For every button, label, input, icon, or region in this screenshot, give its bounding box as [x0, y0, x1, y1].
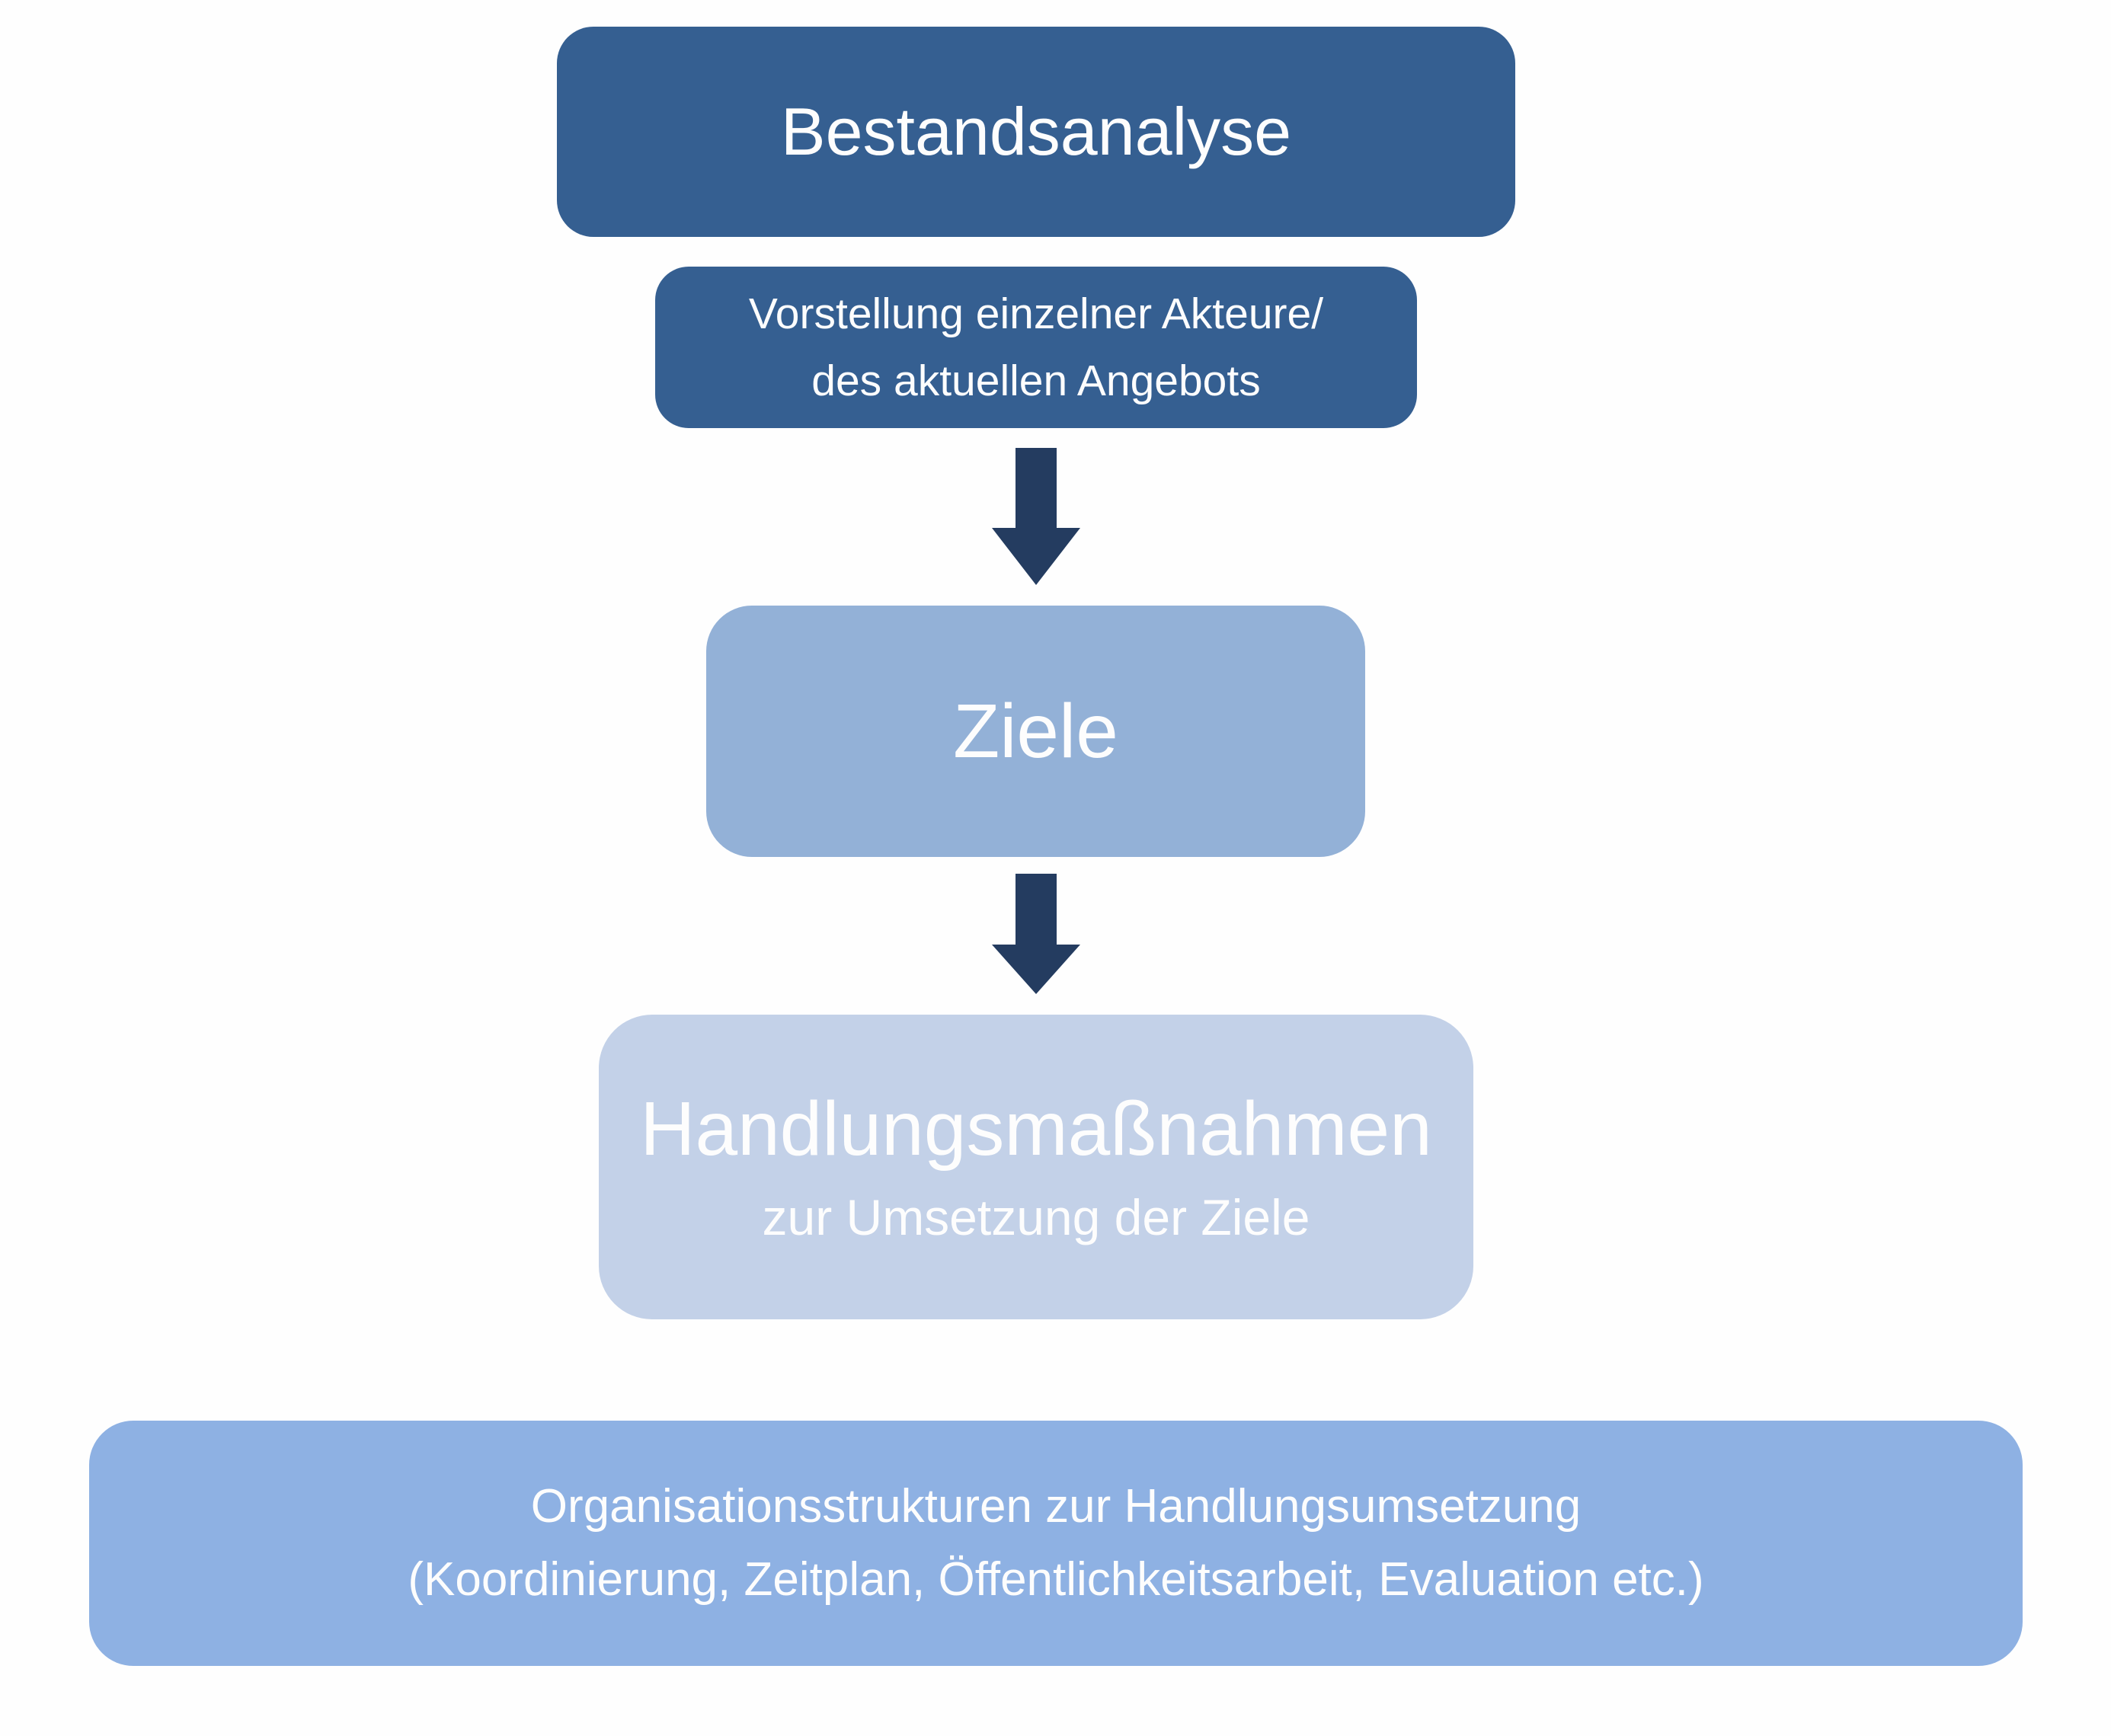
organisationsstrukturen-line-2: (Koordinierung, Zeitplan, Öffentlichkeit…: [408, 1553, 1704, 1606]
vorstellung-line-1: Vorstellung einzelner Akteure/: [748, 289, 1324, 338]
bestandsanalyse-title: Bestandsanalyse: [780, 93, 1292, 169]
vorstellung-line-2: des aktuellen Angebots: [811, 356, 1261, 405]
handlungsmassnahmen-title: Handlungsmaßnahmen: [640, 1086, 1432, 1172]
handlungsmassnahmen-subtitle: zur Umsetzung der Ziele: [762, 1189, 1310, 1246]
handlungsmassnahmen-box: Handlungsmaßnahmen zur Umsetzung der Zie…: [599, 1015, 1473, 1319]
ziele-box: Ziele: [706, 606, 1365, 857]
vorstellung-box: Vorstellung einzelner Akteure/ des aktue…: [655, 267, 1417, 428]
ziele-title: Ziele: [953, 689, 1118, 774]
organisationsstrukturen-box: Organisationsstrukturen zur Handlungsums…: [89, 1421, 2023, 1666]
organisationsstrukturen-line-1: Organisationsstrukturen zur Handlungsums…: [530, 1479, 1582, 1533]
arrow-down-icon: [992, 448, 1080, 585]
arrow-down-icon: [992, 874, 1080, 994]
bestandsanalyse-box: Bestandsanalyse: [557, 27, 1515, 237]
